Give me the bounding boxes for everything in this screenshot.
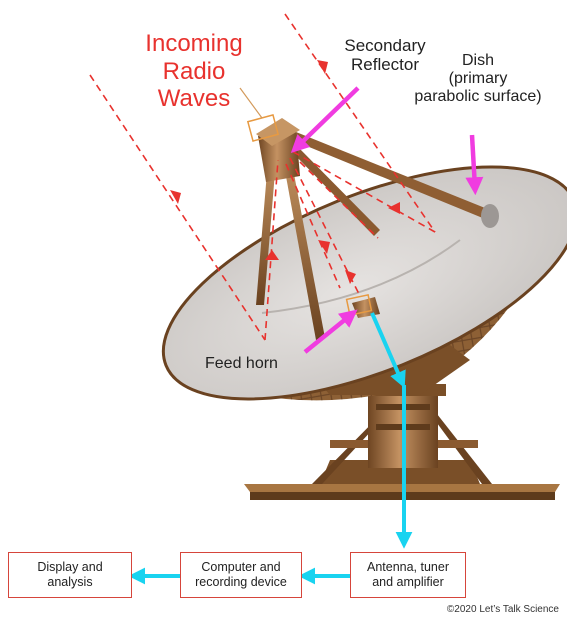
copyright-text: ©2020 Let’s Talk Science — [446, 604, 559, 615]
dish-line2: (primary — [448, 69, 508, 87]
incoming-line1: Incoming — [145, 30, 243, 57]
radio-wave-paths — [89, 13, 436, 341]
secondary-line2: Reflector — [350, 55, 420, 75]
signal-path — [128, 312, 413, 585]
display-analysis-box: Display and analysis — [8, 552, 132, 598]
computer-line2: recording device — [195, 575, 287, 589]
secondary-reflector-label: Secondary Reflector — [330, 36, 440, 74]
wave-line-right — [284, 13, 436, 233]
signal-feed-to-receiver — [370, 312, 406, 389]
support-struts — [239, 87, 499, 340]
pointer-secondary-reflector — [290, 86, 360, 154]
dish-line3: parabolic surface) — [414, 87, 542, 105]
dish-surface — [161, 165, 567, 401]
incoming-line2: Radio — [162, 57, 226, 85]
antenna-line1: Antenna, tuner — [366, 560, 449, 574]
pointer-feed-horn — [303, 309, 358, 354]
dish-label: Dish (primary parabolic surface) — [398, 52, 558, 106]
incoming-line3: Waves — [157, 85, 231, 113]
display-line2: analysis — [47, 575, 93, 589]
dish-line1: Dish — [461, 52, 494, 69]
secondary-line1: Secondary — [344, 36, 426, 55]
incoming-radio-waves-label: Incoming Radio Waves — [128, 30, 260, 113]
label-pointers — [290, 86, 484, 354]
display-line1: Display and — [37, 560, 103, 574]
feed-horn-label: Feed horn — [205, 355, 278, 372]
antenna-line2: and amplifier — [372, 575, 444, 589]
pointer-dish — [465, 134, 484, 196]
computer-line1: Computer and — [201, 560, 281, 574]
antenna-tuner-box: Antenna, tuner and amplifier — [350, 552, 466, 598]
computer-recording-box: Computer and recording device — [180, 552, 302, 598]
radio-wave-arrowheads — [170, 60, 400, 284]
wave-line-left — [89, 74, 266, 341]
